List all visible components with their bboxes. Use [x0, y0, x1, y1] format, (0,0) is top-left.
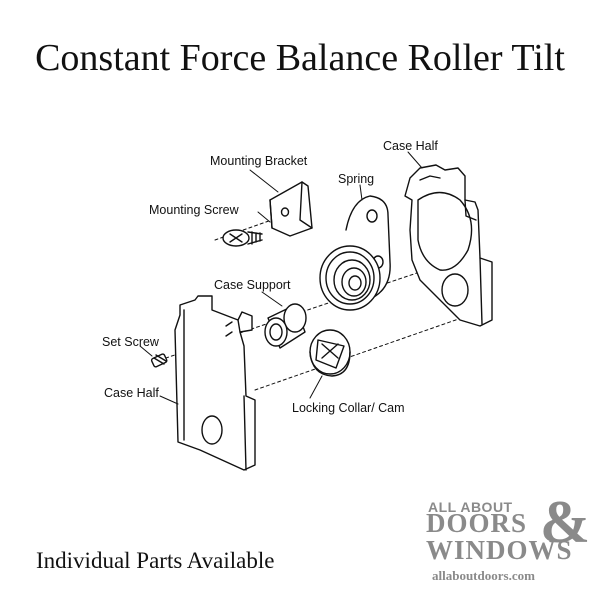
- logo-url: allaboutdoors.com: [432, 568, 535, 583]
- case-half-top-part: [404, 164, 493, 327]
- set-screw-label: Set Screw: [102, 335, 160, 349]
- logo-ampersand: &: [540, 489, 590, 555]
- set-screw-part: [150, 353, 168, 368]
- case-half-top-label: Case Half: [383, 139, 438, 153]
- spring-label: Spring: [338, 172, 374, 186]
- label-leaders: [139, 151, 423, 405]
- case-half-bottom-part: [174, 295, 256, 471]
- locking-collar-part: [309, 329, 351, 377]
- mounting-screw-label: Mounting Screw: [149, 203, 240, 217]
- case-support-label: Case Support: [214, 278, 291, 292]
- parts-availability-note: Individual Parts Available: [36, 548, 275, 573]
- spring-part: [319, 195, 391, 311]
- mounting-screw-part: [222, 229, 263, 247]
- logo-line2: DOORS: [426, 508, 528, 538]
- logo-line3: WINDOWS: [426, 535, 573, 565]
- case-half-bottom-label: Case Half: [104, 386, 159, 400]
- locking-collar-label: Locking Collar/ Cam: [292, 401, 405, 415]
- logo-line1: ALL ABOUT: [428, 499, 513, 515]
- case-support-part: [264, 303, 307, 349]
- page-title: Constant Force Balance Roller Tilt: [35, 37, 565, 79]
- mounting-bracket-part: [269, 181, 313, 237]
- mounting-bracket-label: Mounting Bracket: [210, 154, 308, 168]
